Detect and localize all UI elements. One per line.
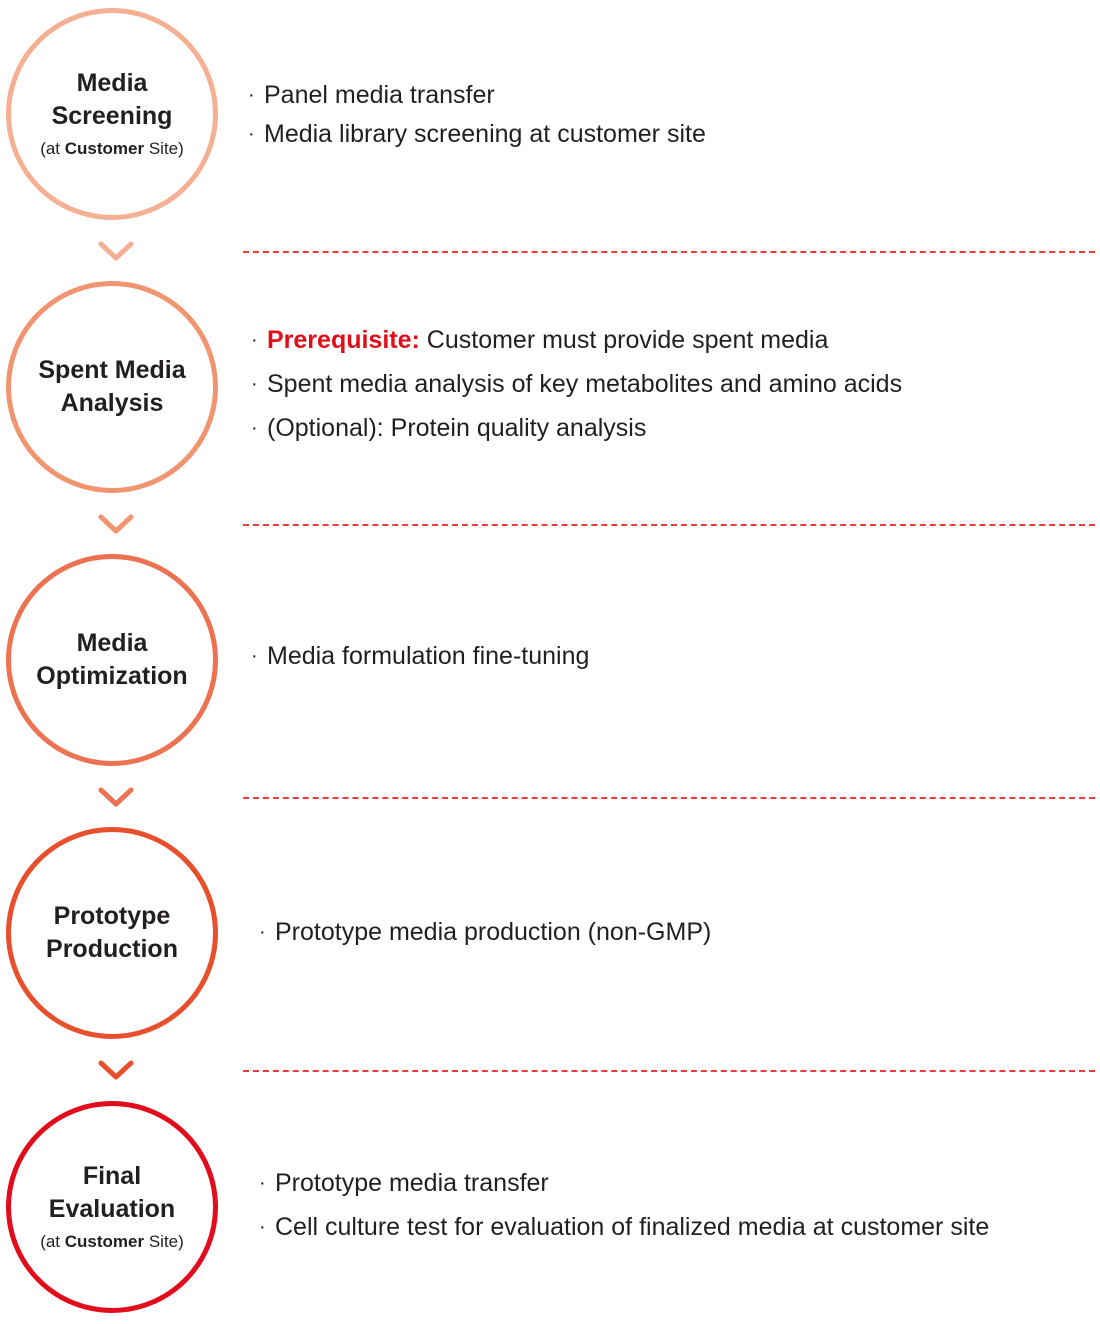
step-title: Spent Media Analysis xyxy=(38,356,186,417)
step-title: Media Screening xyxy=(51,69,173,130)
prerequisite-label: Prerequisite: xyxy=(267,326,420,354)
step-subtitle: (at Customer Site) xyxy=(40,1232,184,1251)
step-circle-media-optimization: Media Optimization xyxy=(6,554,218,766)
bullet-item: ·Prerequisite: Customer must provide spe… xyxy=(251,326,829,354)
step-subtitle: (at Customer Site) xyxy=(40,139,184,158)
divider xyxy=(243,797,1095,799)
step-bullets-media-optimization: ·Media formulation fine-tuning xyxy=(251,634,589,678)
step-bullets-final-evaluation: ·Prototype media transfer ·Cell culture … xyxy=(259,1161,989,1249)
step-bullets-media-screening: ·Panel media transfer ·Media library scr… xyxy=(248,76,706,154)
divider xyxy=(243,251,1095,253)
divider xyxy=(243,1070,1095,1072)
step-title: Media Optimization xyxy=(36,629,188,690)
chevron-down-icon xyxy=(98,1060,134,1080)
step-circle-prototype-production: Prototype Production xyxy=(6,827,218,1039)
chevron-down-icon xyxy=(98,241,134,261)
bullet-item: ·Prototype media production (non-GMP) xyxy=(259,918,712,946)
bullet-item: ·Cell culture test for evaluation of fin… xyxy=(259,1213,990,1241)
step-title: Final Evaluation xyxy=(48,1162,176,1223)
bullet-item: ·(Optional): Protein quality analysis xyxy=(251,414,647,442)
step-circle-final-evaluation: Final Evaluation (at Customer Site) xyxy=(6,1101,218,1313)
divider xyxy=(243,524,1095,526)
step-bullets-prototype-production: ·Prototype media production (non-GMP) xyxy=(259,910,711,954)
bullet-item: ·Prototype media transfer xyxy=(259,1169,549,1197)
chevron-down-icon xyxy=(98,514,134,534)
bullet-item: ·Media library screening at customer sit… xyxy=(248,120,706,148)
bullet-item: ·Spent media analysis of key metabolites… xyxy=(251,370,903,398)
bullet-item: ·Panel media transfer xyxy=(248,81,495,109)
step-bullets-spent-media-analysis: ·Prerequisite: Customer must provide spe… xyxy=(251,318,902,450)
bullet-item: ·Media formulation fine-tuning xyxy=(251,642,590,670)
step-circle-media-screening: Media Screening (at Customer Site) xyxy=(6,8,218,220)
chevron-down-icon xyxy=(98,787,134,807)
step-circle-spent-media-analysis: Spent Media Analysis xyxy=(6,281,218,493)
step-title: Prototype Production xyxy=(46,902,178,963)
